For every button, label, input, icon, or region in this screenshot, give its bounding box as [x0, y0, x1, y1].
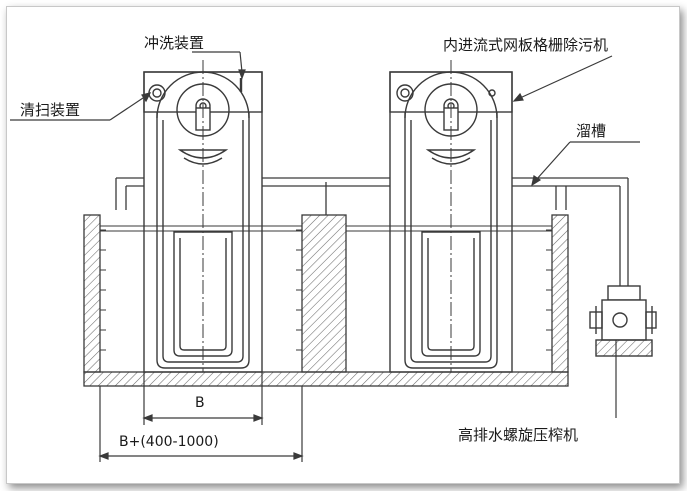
- label-machine-name: 内进流式网板格栅除污机: [443, 36, 609, 54]
- machine-left: [143, 60, 263, 373]
- label-cleaning-device: 清扫装置: [20, 101, 81, 119]
- left-wall: [83, 214, 101, 373]
- leader-lines: [10, 51, 640, 418]
- chute-trough: [115, 177, 629, 286]
- dimension-total-width: B+(400-1000): [119, 434, 219, 450]
- channel-floor: [83, 371, 569, 387]
- dimension-b: B: [195, 395, 205, 411]
- dimension-lines: [98, 372, 304, 462]
- right-wall: [551, 214, 569, 373]
- water-level: [100, 225, 552, 232]
- channel-walls: [83, 214, 569, 387]
- label-chute: 溜槽: [576, 122, 607, 140]
- label-flushing-device: 冲洗装置: [144, 34, 205, 52]
- wall-scale-ticks: [100, 229, 552, 351]
- screw-press: [589, 285, 657, 357]
- label-screw-press: 高排水螺旋压榨机: [458, 426, 579, 444]
- machine-right: [389, 60, 513, 373]
- middle-wall: [301, 214, 347, 373]
